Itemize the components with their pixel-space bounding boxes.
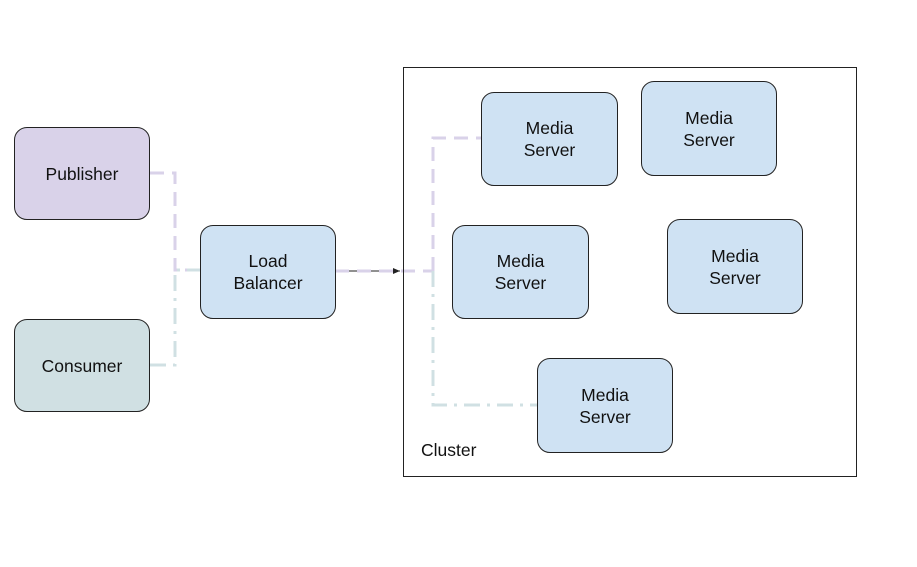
consumer-connector bbox=[150, 268, 201, 367]
media-server-node-5[interactable]: Media Server bbox=[537, 358, 673, 453]
media-server-label: Media Server bbox=[523, 118, 576, 160]
media-server-label: Media Server bbox=[709, 245, 761, 288]
cluster-boundary bbox=[403, 67, 857, 477]
media-server-node-3[interactable]: Media Server bbox=[452, 225, 589, 319]
media-server-node-1[interactable]: Media Server bbox=[481, 92, 618, 186]
media-server-label: Media Server bbox=[579, 384, 631, 427]
publisher-node[interactable]: Publisher bbox=[14, 127, 150, 220]
cluster-to-media-server-5-connector bbox=[431, 271, 538, 407]
media-server-node-2[interactable]: Media Server bbox=[641, 81, 777, 176]
publisher-label: Publisher bbox=[45, 163, 119, 184]
load-balancer-label: Load Balancer bbox=[233, 251, 303, 293]
media-server-label: Media Server bbox=[683, 107, 735, 150]
load-balancer-node[interactable]: Load Balancer bbox=[200, 225, 336, 319]
media-server-node-4[interactable]: Media Server bbox=[667, 219, 803, 314]
consumer-label: Consumer bbox=[41, 355, 123, 376]
cluster-to-media-server-1-connector bbox=[431, 136, 482, 271]
consumer-node[interactable]: Consumer bbox=[14, 319, 150, 412]
media-server-label: Media Server bbox=[494, 251, 547, 293]
publisher-connector bbox=[150, 171, 201, 272]
cluster-label: Cluster bbox=[421, 440, 477, 460]
